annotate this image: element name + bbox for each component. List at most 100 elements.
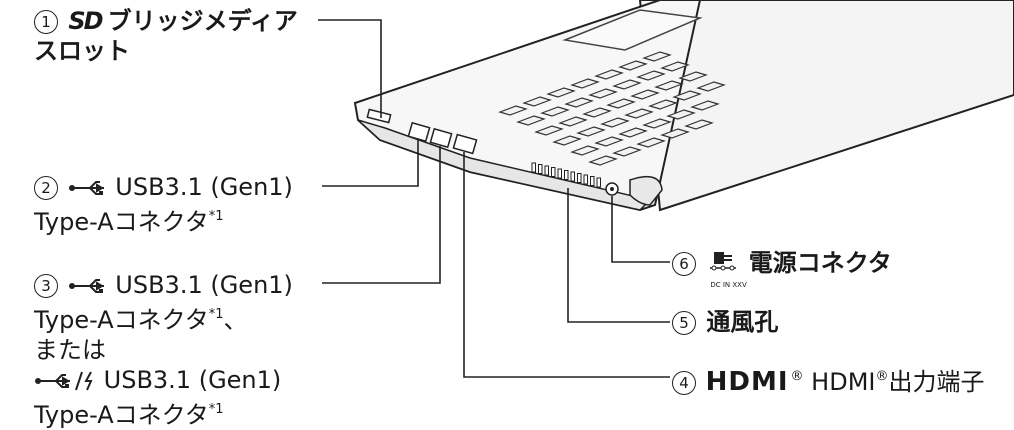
hdmi-text-reg: ®: [875, 369, 889, 384]
sd-slot: [366, 108, 392, 124]
keyboard-key: [564, 97, 594, 108]
hdmi-label-pre: HDMI: [811, 368, 876, 396]
vent-slot: [596, 177, 601, 188]
leader-power: [611, 196, 670, 263]
keyboard-key: [666, 109, 696, 120]
keyboard-key: [600, 117, 630, 128]
keyboard-key: [672, 90, 702, 101]
label-usb-1: 2 USB3.1 (Gen1) Type-Aコネクタ*1: [34, 172, 293, 237]
usb-port-1: [407, 121, 431, 143]
keyboard-key: [546, 87, 576, 98]
keyboard-key: [660, 128, 690, 139]
label-vent: 5 通風孔: [672, 307, 778, 337]
keyboard-key: [522, 96, 552, 107]
keyboard-key: [636, 70, 666, 81]
usb2-footnote-mark: *1: [208, 307, 224, 322]
vent-slot: [577, 173, 582, 183]
keyboard-key: [642, 51, 672, 62]
keyboard-key: [654, 80, 684, 91]
sd-logo: SD: [68, 7, 103, 35]
power-label-text: 電源コネクタ: [748, 249, 892, 277]
dc-in-icon: DC IN XXV: [706, 249, 747, 289]
keyboard-key: [588, 155, 618, 166]
keyboard-key: [618, 127, 648, 138]
hdmi-logo-reg: ®: [790, 369, 804, 384]
usb-icon: [68, 279, 104, 293]
keyboard-key: [552, 135, 582, 146]
vent-slot: [531, 162, 536, 173]
keyboard-key: [588, 88, 618, 99]
vent-slot: [564, 170, 569, 180]
vent-slot: [583, 174, 588, 185]
keyboard-key: [684, 119, 714, 130]
usb-icon: [68, 181, 104, 195]
keyboard-key: [696, 81, 726, 92]
keyboard-key: [594, 69, 624, 80]
keyboard-key: [498, 105, 528, 116]
keyboard-key: [534, 125, 564, 136]
laptop-base: [353, 0, 703, 212]
hinge: [629, 175, 663, 206]
leader-sd: [318, 19, 382, 118]
usb-charge-icon: [35, 371, 93, 391]
usb2-label-line3: または: [34, 336, 106, 364]
hdmi-port: [452, 133, 478, 155]
keyboard-key: [612, 79, 642, 90]
keyboard-key: [558, 116, 588, 127]
keyboard-key: [606, 98, 636, 109]
leader-lines: [318, 19, 670, 378]
callout-number-6: 6: [672, 252, 696, 276]
keyboard-key: [648, 99, 678, 110]
callout-number-4: 4: [672, 371, 696, 395]
dc-in-caption: DC IN XXV: [710, 281, 747, 289]
keyboard-key: [582, 107, 612, 118]
keyboard-key: [570, 145, 600, 156]
keyboard-key: [678, 71, 708, 82]
callout-number-2: 2: [34, 176, 58, 200]
vent-slot: [544, 165, 549, 176]
keyboard-key: [516, 115, 546, 126]
keyboard-key: [660, 61, 690, 72]
usb1-label-line2: Type-Aコネクタ: [34, 208, 209, 236]
leader-usb1: [322, 140, 419, 187]
keyboard-key: [612, 146, 642, 157]
keyboard-key: [690, 100, 720, 111]
keyboard-key: [618, 60, 648, 71]
usb1-label-line1: USB3.1 (Gen1): [115, 173, 293, 201]
usb2-label-line2: Type-Aコネクタ: [34, 306, 209, 334]
usb2-label-line5: Type-Aコネクタ: [34, 401, 209, 429]
leader-usb2: [322, 146, 441, 284]
keyboard-key: [540, 106, 570, 117]
callout-number-5: 5: [672, 311, 696, 335]
usb1-footnote-mark: *1: [208, 209, 224, 224]
hdmi-logo: HDMI: [705, 367, 789, 397]
label-hdmi: 4 HDMI® HDMI®出力端子: [672, 362, 984, 397]
vent-label-text: 通風孔: [706, 308, 779, 336]
keyboard-key: [642, 118, 672, 129]
sd-label-line2: スロット: [34, 37, 130, 65]
usb2-label-line4: USB3.1 (Gen1): [103, 366, 282, 394]
vent-slot: [570, 171, 575, 182]
keyboard-key: [636, 137, 666, 148]
vent-slot: [538, 164, 543, 174]
usb-port-2: [429, 127, 453, 149]
label-power: 6 DC IN XXV 電源コネクタ: [672, 248, 892, 289]
vent-slot: [557, 168, 562, 179]
leader-vent: [567, 188, 670, 323]
label-usb-2: 3 USB3.1 (Gen1) Type-Aコネクタ*1、 または USB3.1…: [34, 270, 293, 430]
usb2-footnote-mark-2: *1: [208, 402, 224, 417]
hdmi-label-post: 出力端子: [888, 368, 985, 396]
keyboard-key: [630, 89, 660, 100]
keyboard: [498, 51, 726, 166]
vent-holes: [531, 162, 601, 188]
leader-hdmi: [463, 152, 670, 378]
keyboard-key: [576, 126, 606, 137]
keyboard-key: [570, 78, 600, 89]
dc-in-port: [605, 182, 619, 196]
callout-number-1: 1: [34, 10, 58, 34]
vent-slot: [590, 176, 595, 186]
vent-slot: [551, 167, 556, 177]
sd-label-line1: ブリッジメディア: [107, 7, 298, 35]
usb2-label-line1: USB3.1 (Gen1): [115, 271, 293, 299]
